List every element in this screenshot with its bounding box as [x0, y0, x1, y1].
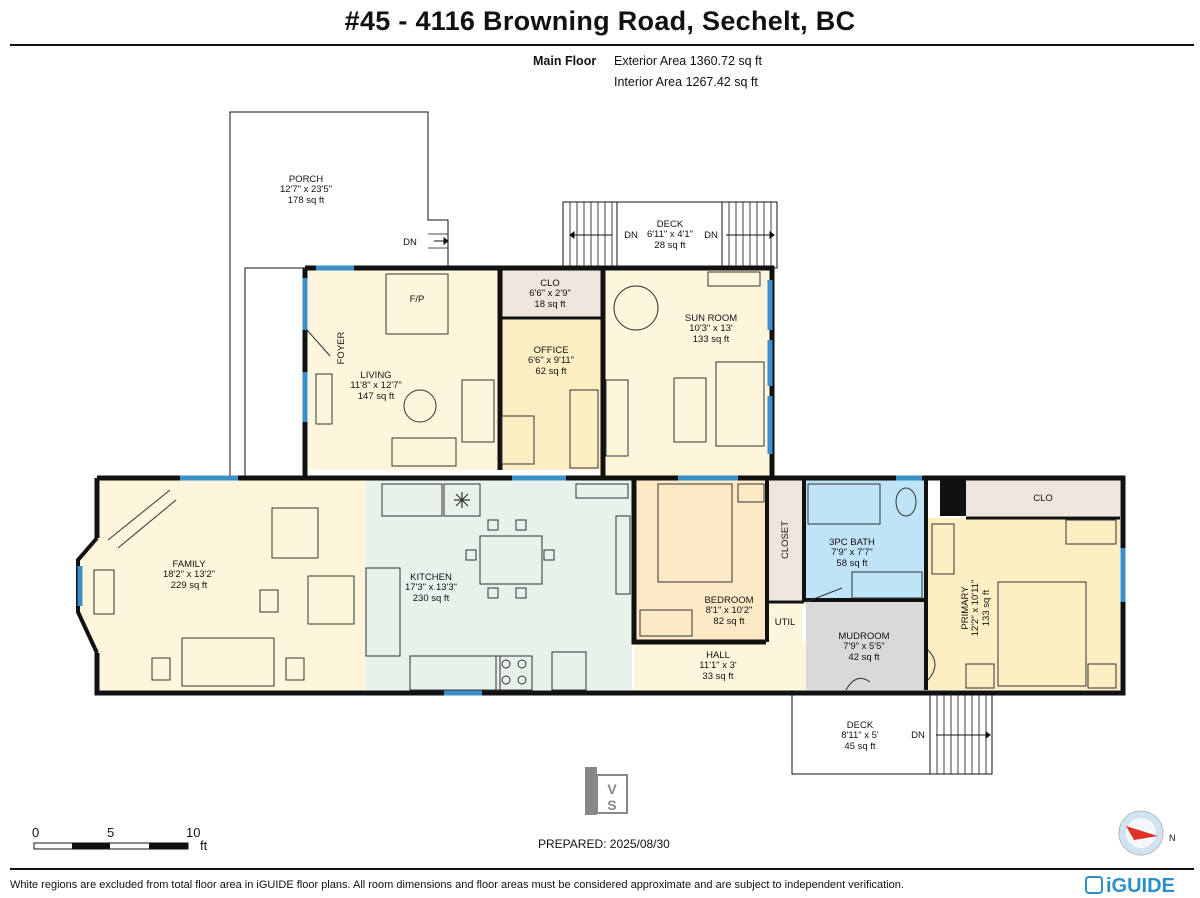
hall-area: 33 sq ft	[702, 671, 734, 682]
office-fill	[500, 320, 602, 470]
svg-text:V: V	[607, 781, 617, 797]
ivs-logo: V S	[585, 767, 628, 815]
hall-dims: 11'1" x 3'	[699, 660, 737, 671]
disclaimer-text: White regions are excluded from total fl…	[10, 879, 904, 891]
porch-dims: 12'7" x 23'5"	[280, 184, 332, 195]
interior-area: Interior Area 1267.42 sq ft	[614, 75, 758, 89]
brand-text: iGUIDE	[1106, 875, 1175, 897]
footer-rule	[10, 868, 1194, 870]
clo-top-name: CLO	[540, 278, 560, 289]
kitchen-name: KITCHEN	[410, 572, 452, 583]
bath-dims: 7'9" x 7'7"	[831, 547, 873, 558]
porch-stair	[428, 233, 448, 249]
sun-room-area: 133 sq ft	[693, 334, 730, 345]
clo-top-area: 18 sq ft	[534, 299, 566, 310]
foyer-label: FOYER	[336, 332, 347, 365]
fridge-icon	[454, 492, 470, 508]
office-area: 62 sq ft	[535, 366, 567, 377]
fireplace-hatch	[107, 489, 177, 549]
family-dims: 18'2" x 13'2"	[163, 569, 215, 580]
living-fill	[308, 270, 498, 470]
hall-name: HALL	[706, 650, 730, 661]
scale-tick-0: 0	[32, 825, 40, 840]
bedroom-fill	[636, 480, 766, 640]
clo-top-fill	[500, 270, 602, 318]
util-label: UTIL	[775, 617, 796, 628]
deck-bottom-area: 45 sq ft	[844, 741, 876, 752]
scale-bar	[33, 842, 189, 850]
stove-burners	[501, 659, 527, 685]
svg-text:S: S	[607, 797, 616, 813]
primary-name: PRIMARY	[960, 586, 971, 630]
kitchen-chairs	[465, 519, 555, 599]
hall-fill	[634, 642, 806, 690]
wall-pillar	[940, 478, 966, 516]
doors	[306, 329, 936, 691]
clo-right-label: CLO	[1033, 493, 1053, 504]
bath-fill	[806, 480, 926, 600]
primary-area: 133 sq ft	[981, 589, 992, 626]
sun-room-name: SUN ROOM	[685, 313, 737, 324]
scale-tick-10: 10	[186, 825, 201, 840]
kitchen-fill	[366, 480, 632, 690]
util-fill	[768, 602, 802, 642]
sun-room-dims: 10'3" x 13'	[689, 323, 733, 334]
closet-fill	[768, 480, 802, 600]
mudroom-area: 42 sq ft	[848, 652, 880, 663]
deck-top-dims: 6'11" x 4'1"	[647, 229, 693, 240]
living-name: LIVING	[360, 370, 391, 381]
deck-top-dn-right: DN	[704, 230, 718, 241]
compass-icon: N	[1118, 810, 1176, 856]
windows	[77, 265, 1126, 696]
scale-unit: ft	[200, 838, 208, 853]
deck-bottom-outline	[791, 693, 993, 775]
porch-area: 178 sq ft	[288, 195, 325, 206]
compass-label: N	[1169, 833, 1176, 843]
family-area: 229 sq ft	[171, 580, 208, 591]
bath-area: 58 sq ft	[836, 558, 868, 569]
stair-arrows	[434, 231, 991, 739]
property-address-title: #45 - 4116 Browning Road, Sechelt, BC	[344, 6, 856, 36]
bedroom-dims: 8'1" x 10'2"	[706, 605, 753, 616]
clo-right-fill	[966, 480, 1120, 516]
living-dims: 11'8" x 12'7"	[350, 380, 401, 391]
family-name: FAMILY	[172, 559, 206, 570]
living-area: 147 sq ft	[358, 391, 395, 402]
bedroom-area: 82 sq ft	[713, 616, 745, 627]
deck-bottom-dims: 8'11" x 5'	[841, 730, 879, 741]
prepared-date: PREPARED: 2025/08/30	[538, 837, 670, 851]
iguide-brand: iGUIDE	[1085, 875, 1175, 898]
kitchen-area: 230 sq ft	[413, 593, 450, 604]
porch-dn-label: DN	[403, 237, 417, 248]
deck-top-area: 28 sq ft	[654, 240, 686, 251]
iguide-logo-icon	[1085, 876, 1103, 894]
mudroom-dims: 7'9" x 5'5"	[843, 641, 885, 652]
deck-top-name: DECK	[657, 219, 684, 230]
deck-bottom-name: DECK	[847, 720, 874, 731]
closet-label: CLOSET	[780, 521, 791, 559]
clo-top-dims: 6'6" x 2'9"	[529, 288, 571, 299]
family-fill	[80, 480, 366, 690]
scale-tick-5: 5	[107, 825, 115, 840]
primary-dims: 12'2" x 10'11"	[970, 580, 981, 637]
floor-name: Main Floor	[533, 54, 597, 68]
bedroom-name: BEDROOM	[704, 595, 753, 606]
porch-name: PORCH	[289, 174, 323, 185]
kitchen-dims: 17'3" x 13'3"	[405, 582, 457, 593]
office-name: OFFICE	[534, 345, 569, 356]
office-dims: 6'6" x 9'11"	[528, 355, 574, 366]
deck-top-dn-left: DN	[624, 230, 638, 241]
header-rule	[10, 44, 1194, 46]
furniture	[93, 271, 1117, 691]
deck-bottom-dn: DN	[911, 730, 925, 741]
mudroom-fill	[806, 602, 926, 690]
exterior-area: Exterior Area 1360.72 sq ft	[614, 54, 763, 68]
mudroom-name: MUDROOM	[838, 631, 889, 642]
bath-name: 3PC BATH	[829, 537, 875, 548]
primary-fill	[928, 518, 1120, 690]
fp-label: F/P	[410, 294, 425, 305]
sun-room-fill	[604, 270, 770, 476]
